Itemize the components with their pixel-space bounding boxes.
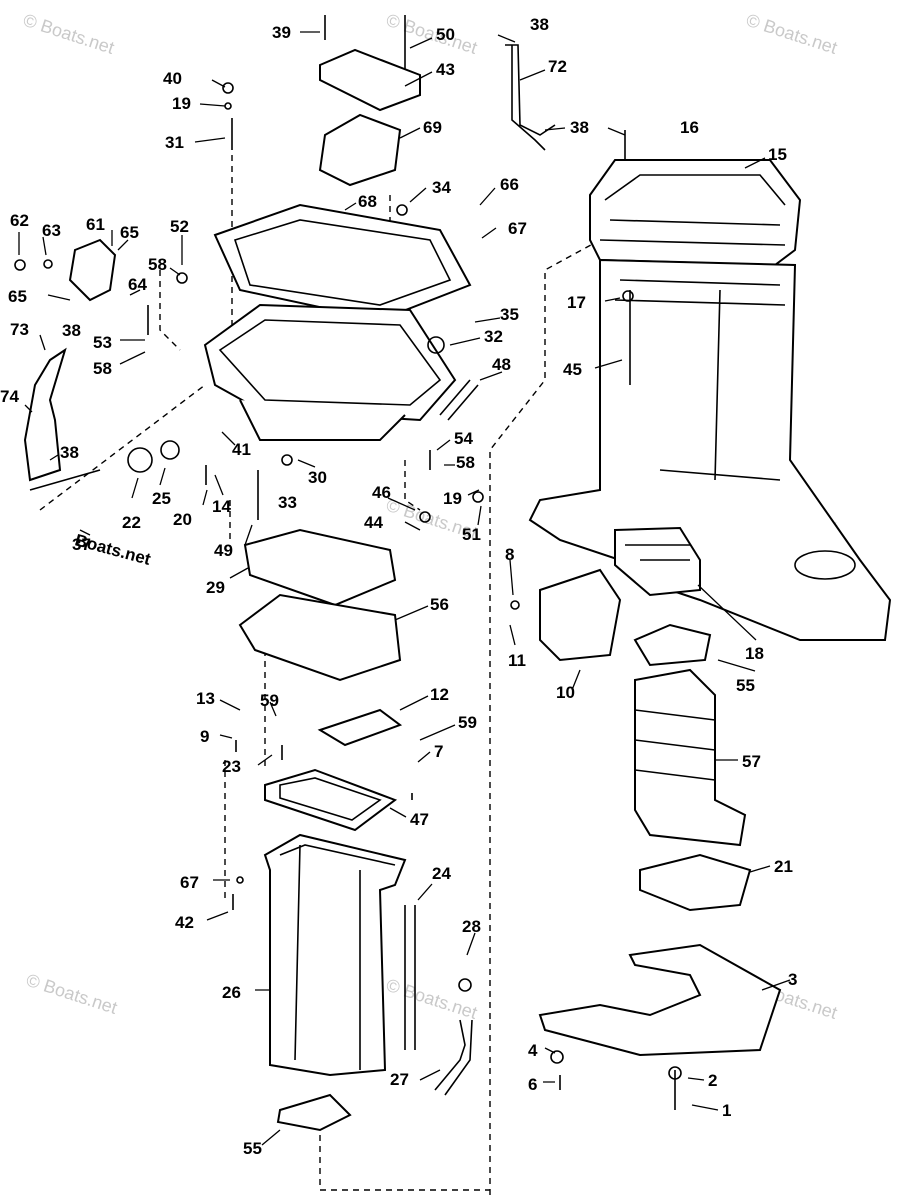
callout-58: 58 bbox=[456, 453, 475, 472]
callout-40: 40 bbox=[163, 69, 182, 88]
callout-22: 22 bbox=[122, 513, 141, 532]
callout-56: 56 bbox=[430, 595, 449, 614]
callout-15: 15 bbox=[768, 145, 787, 164]
callout-74: 74 bbox=[0, 387, 19, 406]
callout-59: 59 bbox=[458, 713, 477, 732]
callout-16: 16 bbox=[680, 118, 699, 137]
leader-lines bbox=[18, 31, 791, 1146]
callout-21: 21 bbox=[774, 857, 793, 876]
callout-11: 11 bbox=[508, 651, 526, 670]
callout-39: 39 bbox=[272, 23, 291, 42]
exhaust-tube-57 bbox=[539, 568, 752, 912]
callout-26: 26 bbox=[222, 983, 241, 1002]
callout-55: 55 bbox=[736, 676, 755, 695]
callout-73: 73 bbox=[10, 320, 29, 339]
callout-25: 25 bbox=[152, 489, 171, 508]
callout-52: 52 bbox=[170, 217, 189, 236]
callout-labels: 39 50 38 72 38 40 43 19 69 16 31 15 34 6… bbox=[0, 15, 797, 1158]
housing-part-15 bbox=[528, 159, 892, 641]
watermark: © Boats.net bbox=[384, 10, 480, 58]
callout-7: 7 bbox=[434, 742, 443, 761]
callout-46: 46 bbox=[372, 483, 391, 502]
callout-3: 3 bbox=[788, 970, 797, 989]
hardware bbox=[14, 15, 682, 1110]
callout-58: 58 bbox=[93, 359, 112, 378]
callout-53: 53 bbox=[93, 333, 112, 352]
callout-49: 49 bbox=[214, 541, 233, 560]
callout-42: 42 bbox=[175, 913, 194, 932]
callout-61: 61 bbox=[86, 215, 105, 234]
callout-38: 38 bbox=[62, 321, 81, 340]
callout-31: 31 bbox=[165, 133, 184, 152]
callout-67: 67 bbox=[180, 873, 199, 892]
callout-28: 28 bbox=[462, 917, 481, 936]
callout-69: 69 bbox=[423, 118, 442, 137]
callout-1: 1 bbox=[722, 1101, 731, 1120]
exhaust-housing-26 bbox=[263, 833, 407, 1132]
callout-33: 33 bbox=[278, 493, 297, 512]
callout-20: 20 bbox=[173, 510, 192, 529]
callout-64: 64 bbox=[128, 275, 147, 294]
callout-44: 44 bbox=[364, 513, 383, 532]
callout-55: 55 bbox=[243, 1139, 262, 1158]
callout-59: 59 bbox=[260, 691, 279, 710]
watermark: © Boats.net bbox=[24, 970, 120, 1018]
callout-35: 35 bbox=[500, 305, 519, 324]
callout-67: 67 bbox=[508, 219, 527, 238]
watermark: © Boats.net bbox=[384, 975, 480, 1023]
callout-4: 4 bbox=[528, 1041, 538, 1060]
callout-34: 34 bbox=[432, 178, 451, 197]
callout-38: 38 bbox=[570, 118, 589, 137]
callout-19: 19 bbox=[172, 94, 191, 113]
callout-65: 65 bbox=[8, 287, 27, 306]
watermark: © Boats.net bbox=[744, 10, 840, 58]
callout-19: 19 bbox=[443, 489, 462, 508]
callout-50: 50 bbox=[436, 25, 455, 44]
callout-72: 72 bbox=[548, 57, 567, 76]
callout-29: 29 bbox=[206, 578, 225, 597]
callout-57: 57 bbox=[742, 752, 761, 771]
callout-38: 38 bbox=[530, 15, 549, 34]
callout-2: 2 bbox=[708, 1071, 717, 1090]
callout-30: 30 bbox=[308, 468, 327, 487]
callout-27: 27 bbox=[390, 1070, 409, 1089]
callout-41: 41 bbox=[232, 440, 251, 459]
callout-68: 68 bbox=[358, 192, 377, 211]
callout-48: 48 bbox=[492, 355, 511, 374]
callout-17: 17 bbox=[567, 293, 586, 312]
callout-boats-net: Boats.net bbox=[73, 531, 153, 569]
callout-43: 43 bbox=[436, 60, 455, 79]
adapter-plate-parts bbox=[203, 203, 472, 441]
callout-24: 24 bbox=[432, 864, 451, 883]
callout-23: 23 bbox=[222, 757, 241, 776]
callout-47: 47 bbox=[410, 810, 429, 829]
watermark: © Boats.net bbox=[21, 10, 117, 58]
plate-part-3 bbox=[538, 943, 782, 1057]
callout-51: 51 bbox=[462, 525, 481, 544]
gasket-parts bbox=[238, 528, 403, 832]
callout-13: 13 bbox=[196, 689, 215, 708]
callout-32: 32 bbox=[484, 327, 503, 346]
callout-58: 58 bbox=[148, 255, 167, 274]
callout-12: 12 bbox=[430, 685, 449, 704]
callout-37: 37 bbox=[72, 535, 91, 554]
callout-38: 38 bbox=[60, 443, 79, 462]
callout-6: 6 bbox=[528, 1075, 537, 1094]
callout-8: 8 bbox=[505, 545, 514, 564]
callout-66: 66 bbox=[500, 175, 519, 194]
callout-63: 63 bbox=[42, 221, 61, 240]
callout-9: 9 bbox=[200, 727, 209, 746]
callout-14: 14 bbox=[212, 497, 231, 516]
callout-54: 54 bbox=[454, 429, 473, 448]
callout-65: 65 bbox=[120, 223, 139, 242]
callout-45: 45 bbox=[563, 360, 582, 379]
callout-62: 62 bbox=[10, 211, 29, 230]
callout-10: 10 bbox=[556, 683, 575, 702]
hoses bbox=[23, 44, 556, 1096]
callout-18: 18 bbox=[745, 644, 764, 663]
